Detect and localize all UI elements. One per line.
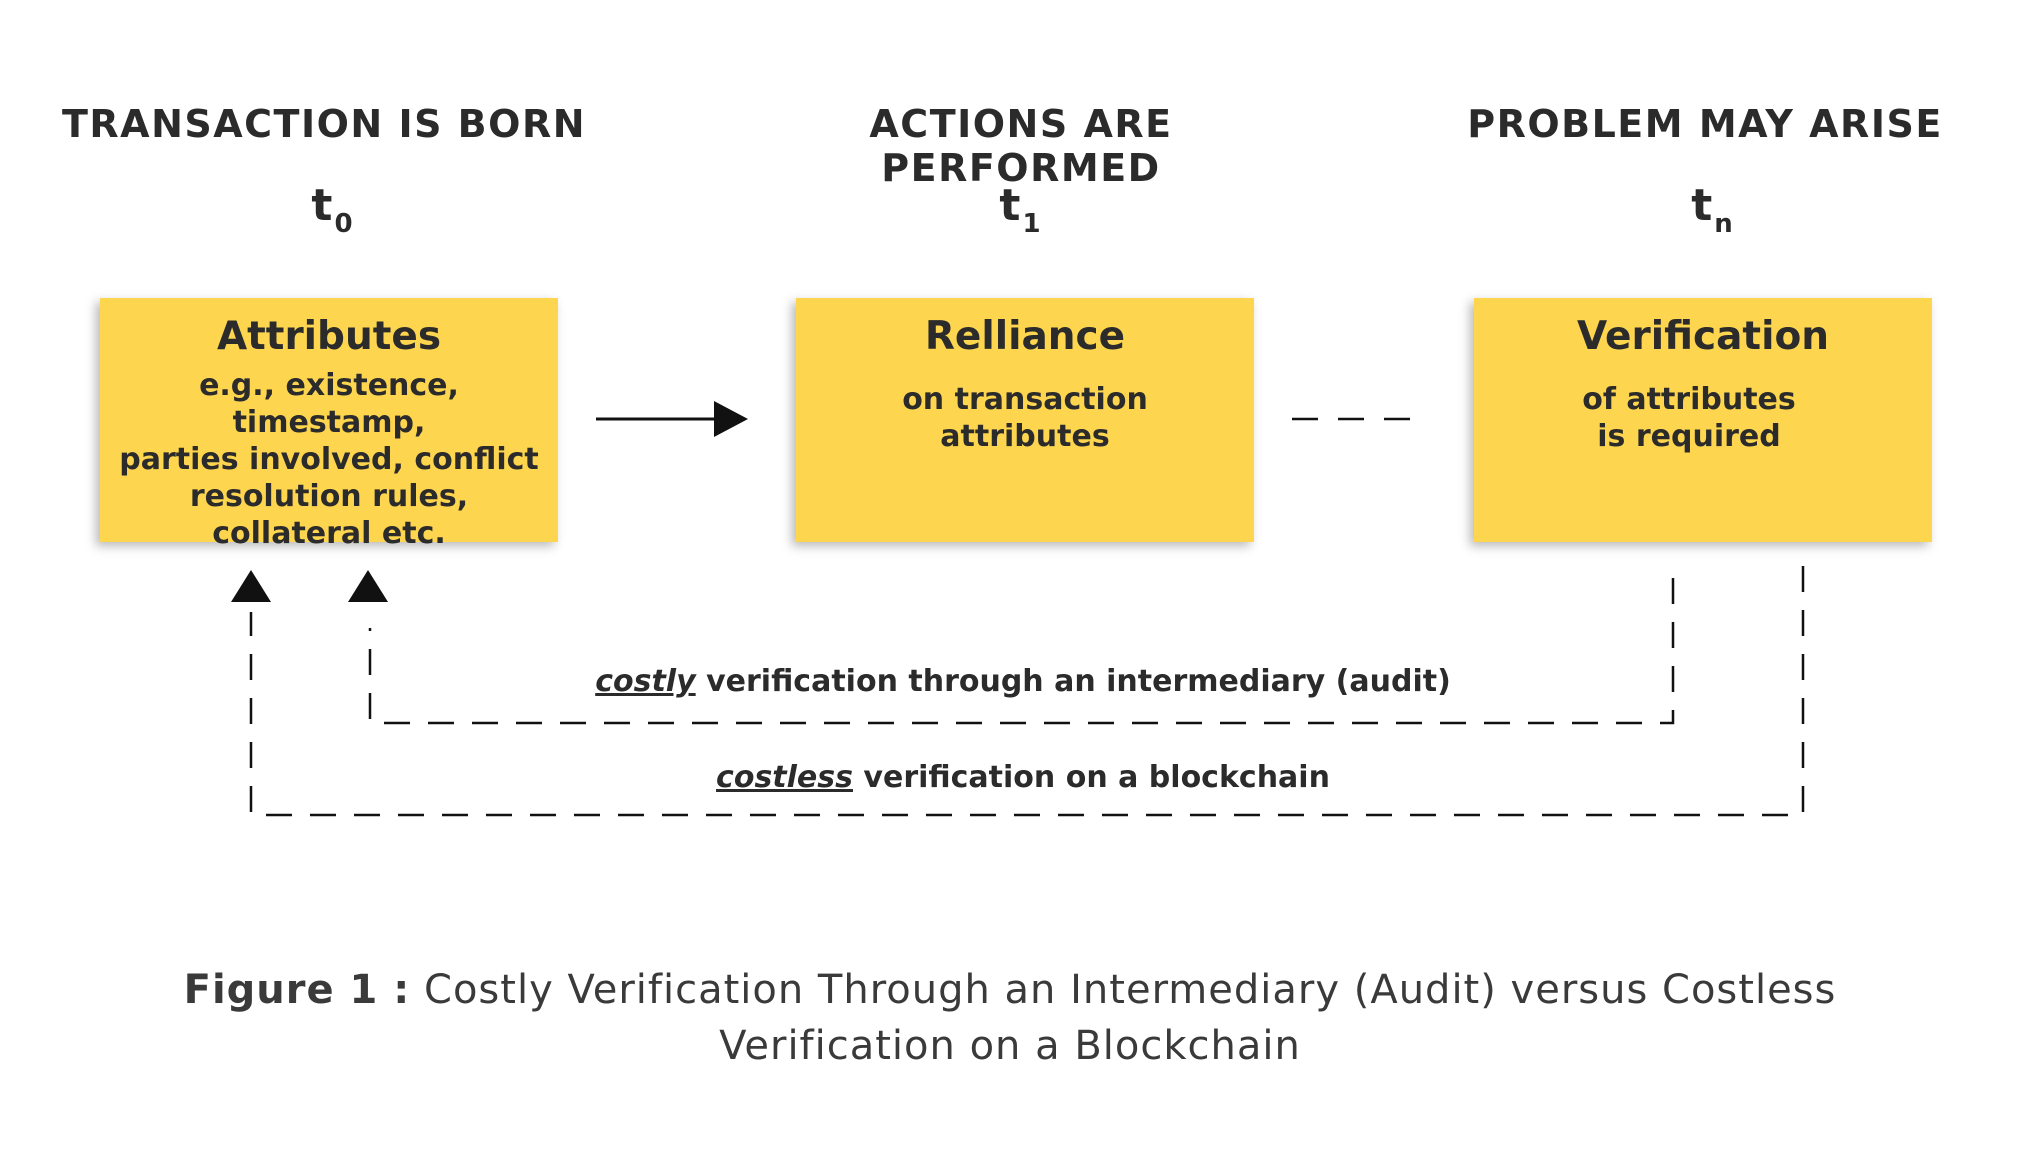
box-description-line: collateral etc. <box>212 516 446 551</box>
caption-text-1: Costly Verification Through an Intermedi… <box>410 967 1837 1013</box>
time-label-tn: tn <box>1612 180 1812 239</box>
costly-arrow-head <box>348 570 388 602</box>
box-description-line: parties involved, conflict <box>119 442 539 477</box>
box-description-line: attributes <box>940 419 1110 454</box>
box-description: e.g., existence, timestamp, parties invo… <box>100 367 558 552</box>
attributes-box: Attributes e.g., existence, timestamp, p… <box>100 298 558 551</box>
box-description-line: on transaction <box>902 382 1148 417</box>
time-subscript: 1 <box>1022 209 1041 239</box>
caption-lead: Figure 1 : <box>183 967 411 1013</box>
box-title: Attributes <box>216 314 442 359</box>
costless-label-rest: verification on a blockchain <box>852 760 1330 795</box>
time-label-t0: t0 <box>232 180 432 239</box>
time-subscript: 0 <box>334 209 353 239</box>
box-description: of attributes is required <box>1474 381 1932 455</box>
box-description: on transaction attributes <box>796 381 1254 455</box>
box-description-line: resolution rules, <box>189 479 469 514</box>
box-title: Relliance <box>924 314 1126 359</box>
caption-line-2: Verification on a Blockchain <box>719 1023 1301 1069</box>
box-description-line: e.g., existence, timestamp, <box>199 368 459 440</box>
costless-arrow-head <box>231 570 271 602</box>
costless-verification-label: costless verification on a blockchain <box>323 760 1723 795</box>
costless-verification-path <box>249 566 1805 817</box>
time-base: t <box>999 180 1021 231</box>
time-base: t <box>1691 180 1713 231</box>
caption-line-1: Figure 1 : Costly Verification Through a… <box>160 962 1860 1018</box>
reliance-box: Relliance on transaction attributes <box>796 298 1254 542</box>
time-base: t <box>311 180 333 231</box>
phase-heading-performed: ACTIONS ARE PERFORMED <box>869 102 1173 190</box>
box-description-line: of attributes <box>1582 382 1796 417</box>
solid-arrow-head <box>714 401 748 437</box>
costless-emphasis: costless <box>716 760 853 795</box>
phase-heading-born: TRANSACTION IS BORN <box>61 102 587 146</box>
verification-box: Verification of attributes is required <box>1474 298 1932 542</box>
time-subscript: n <box>1714 209 1733 239</box>
box-description-line: is required <box>1597 419 1781 454</box>
costly-emphasis: costly <box>595 664 696 699</box>
costly-verification-path <box>368 578 1675 725</box>
phase-heading-problem: PROBLEM MAY ARISE <box>1467 102 1943 146</box>
costly-label-rest: verification through an intermediary (au… <box>695 664 1451 699</box>
figure-caption: Figure 1 : Costly Verification Through a… <box>160 962 1860 1074</box>
box-title: Verification <box>1576 314 1829 359</box>
costly-verification-label: costly verification through an intermedi… <box>323 664 1723 699</box>
time-label-t1: t1 <box>920 180 1120 239</box>
